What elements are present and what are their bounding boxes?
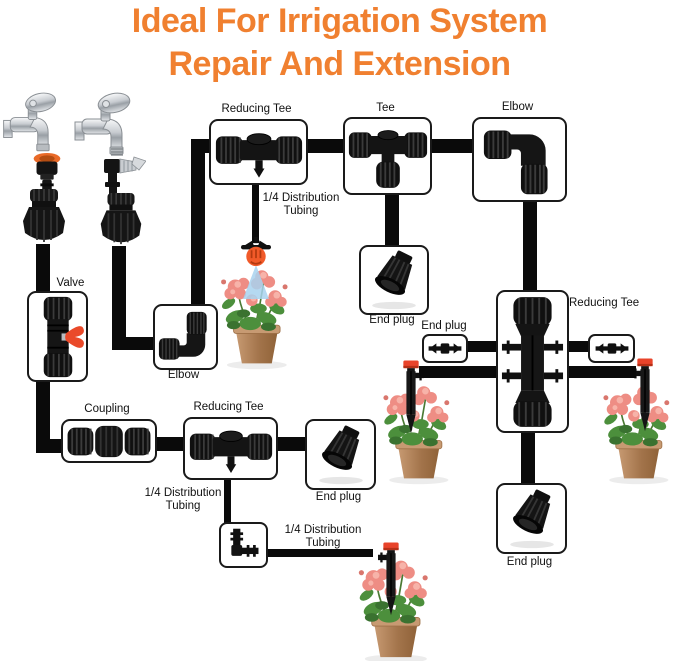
elbow-icon	[482, 129, 549, 195]
mainline-tubing	[523, 196, 537, 292]
elbow-label-top: Elbow	[501, 101, 534, 113]
end-plug-label-bottom-mid: End plug	[315, 491, 362, 503]
mainline-tubing	[152, 437, 185, 451]
end-plug-box-mid	[359, 245, 429, 315]
distribution-tubing-label-left: 1/4 Distribution Tubing	[144, 487, 222, 512]
reducing-tee-manifold-icon	[501, 295, 564, 428]
end-plug-inline-box-left	[422, 334, 468, 363]
mainline-tubing	[191, 139, 205, 306]
end-plug-icon	[317, 424, 368, 485]
small-elbow-icon	[229, 528, 258, 557]
hose-connector-icon-2	[98, 192, 144, 248]
dripper-stake-icon	[632, 348, 658, 444]
elbow-box-mid	[153, 304, 218, 370]
tee-box	[343, 117, 432, 195]
quick-connect-adapter-icon	[29, 152, 65, 192]
reducing-tee-label-bottom: Reducing Tee	[193, 401, 264, 413]
end-plug-label-mid: End plug	[369, 314, 415, 326]
mainline-tubing	[462, 341, 498, 352]
small-elbow-box	[219, 522, 268, 568]
valve-icon	[42, 295, 84, 378]
coupling-box	[61, 419, 157, 463]
coupling-icon	[66, 424, 152, 458]
coupling-label: Coupling	[84, 403, 130, 415]
mainline-tubing	[36, 376, 50, 453]
mainline-tubing	[563, 366, 636, 378]
reducing-tee-manifold-box	[496, 290, 569, 433]
reducing-tee-icon	[214, 132, 303, 179]
page-title: Ideal For Irrigation System Repair And E…	[0, 0, 679, 86]
hose-connector-icon-1	[21, 188, 67, 246]
end-plug-box-bottom-right	[496, 483, 567, 554]
dripper-stake-icon	[378, 532, 404, 628]
elbow-box-top	[472, 117, 567, 202]
water-spray	[243, 265, 269, 299]
valve-box	[27, 291, 88, 382]
mainline-tubing	[112, 337, 156, 350]
mainline-tubing	[419, 366, 497, 378]
distribution-tubing	[224, 474, 231, 524]
valve-label: Valve	[56, 277, 85, 289]
mainline-tubing	[427, 139, 473, 153]
tee-label: Tee	[376, 102, 395, 114]
barb-connector-icon	[428, 343, 462, 354]
reducing-tee-label: Reducing Tee	[221, 103, 292, 115]
title-line1: Ideal For Irrigation System	[131, 2, 548, 40]
micro-sprinkler-icon	[240, 237, 272, 267]
reducing-tee-icon	[188, 430, 273, 474]
distribution-tubing-label-mid: 1/4 Distribution Tubing	[284, 524, 362, 549]
end-plug-icon	[371, 250, 422, 310]
barb-connector-icon	[595, 343, 628, 354]
mainline-tubing	[303, 139, 344, 153]
end-plug-label-inline: End plug	[421, 320, 467, 332]
distribution-tubing	[261, 549, 373, 557]
mainline-tubing	[521, 427, 535, 484]
distribution-tubing-label-top: 1/4 Distribution Tubing	[262, 192, 340, 217]
end-plug-icon	[508, 488, 559, 549]
tee-icon	[347, 129, 428, 189]
title-line2: Repair And Extension	[168, 45, 511, 83]
reducing-tee-box-bottom	[183, 417, 278, 480]
elbow-label-mid: Elbow	[167, 369, 200, 381]
mainline-tubing	[198, 139, 211, 153]
end-plug-label-bottom-right: End plug	[506, 556, 553, 568]
mainline-tubing	[272, 437, 306, 451]
reducing-tee-manifold-label: Reducing Tee	[569, 297, 640, 309]
elbow-icon	[157, 310, 207, 360]
end-plug-inline-box-right	[588, 334, 635, 363]
mainline-tubing	[112, 246, 126, 350]
mainline-tubing	[563, 341, 589, 352]
mainline-tubing	[385, 188, 399, 246]
reducing-tee-box	[209, 119, 308, 185]
dripper-stake-icon	[398, 350, 424, 446]
mainline-tubing	[36, 244, 50, 294]
mainline-tubing	[36, 439, 64, 453]
distribution-tubing	[252, 181, 259, 243]
end-plug-box-bottom-mid	[305, 419, 376, 490]
